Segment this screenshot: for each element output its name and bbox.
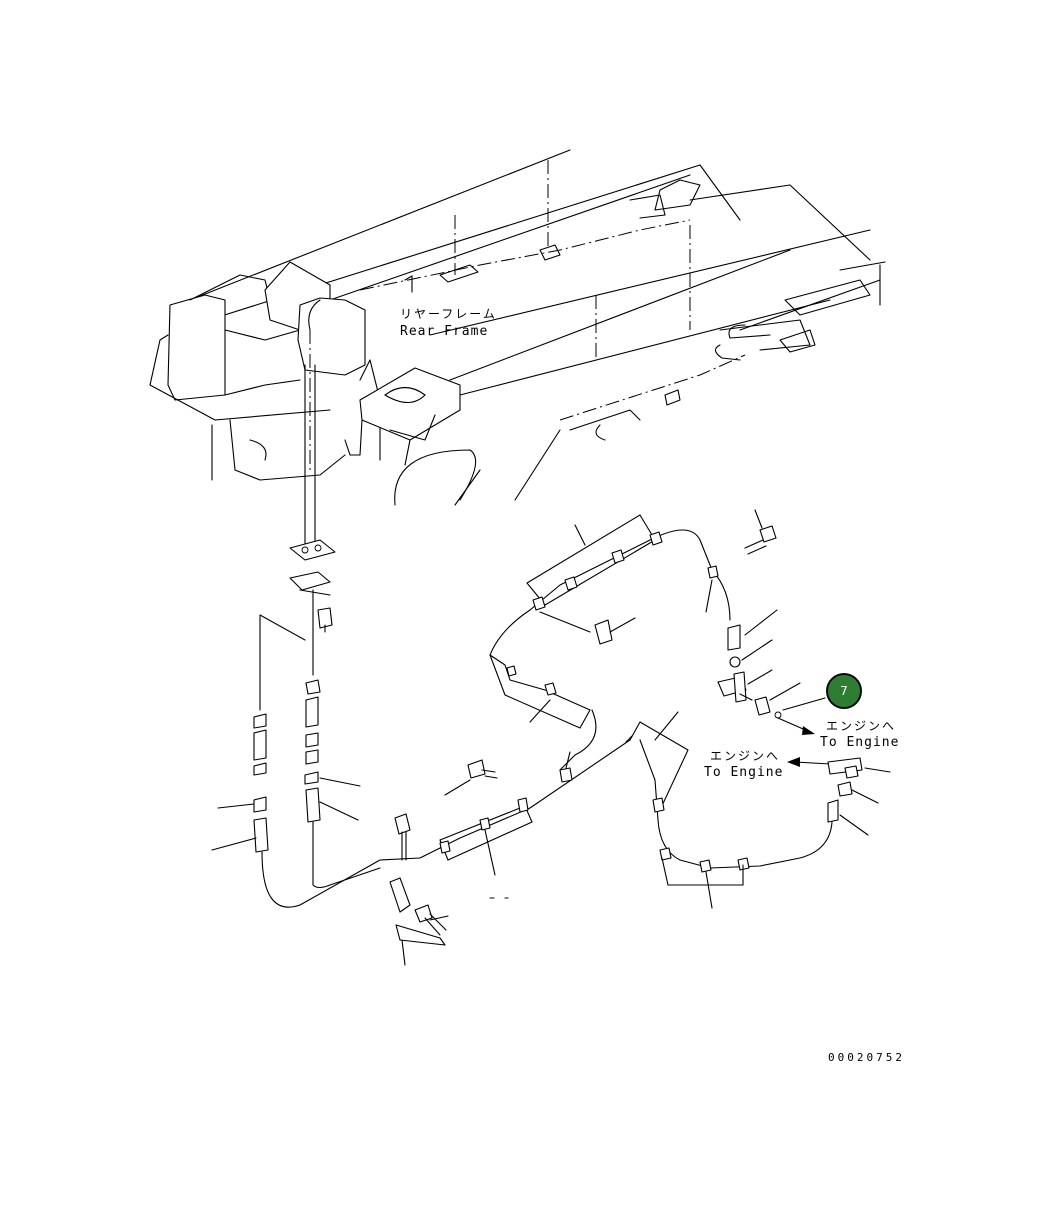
drawing-number: 00020752: [828, 1051, 905, 1064]
upper-hose-route: [489, 509, 826, 771]
rear-frame-label-jp: リヤーフレーム: [400, 307, 497, 321]
to-engine-label-jp-2: エンジンへ: [710, 749, 781, 763]
part-callout-7[interactable]: 7: [826, 673, 862, 709]
engine-arrows: [777, 717, 831, 767]
lower-hose-route: [389, 711, 891, 966]
rear-frame-label-en: Rear Frame: [400, 324, 489, 339]
to-engine-label-jp-1: エンジンへ: [826, 719, 897, 733]
rear-frame-drawing: [149, 149, 886, 546]
to-engine-label-en-2: To Engine: [704, 765, 784, 780]
left-hose-assembly: [211, 539, 631, 908]
to-engine-label-en-1: To Engine: [820, 735, 900, 750]
